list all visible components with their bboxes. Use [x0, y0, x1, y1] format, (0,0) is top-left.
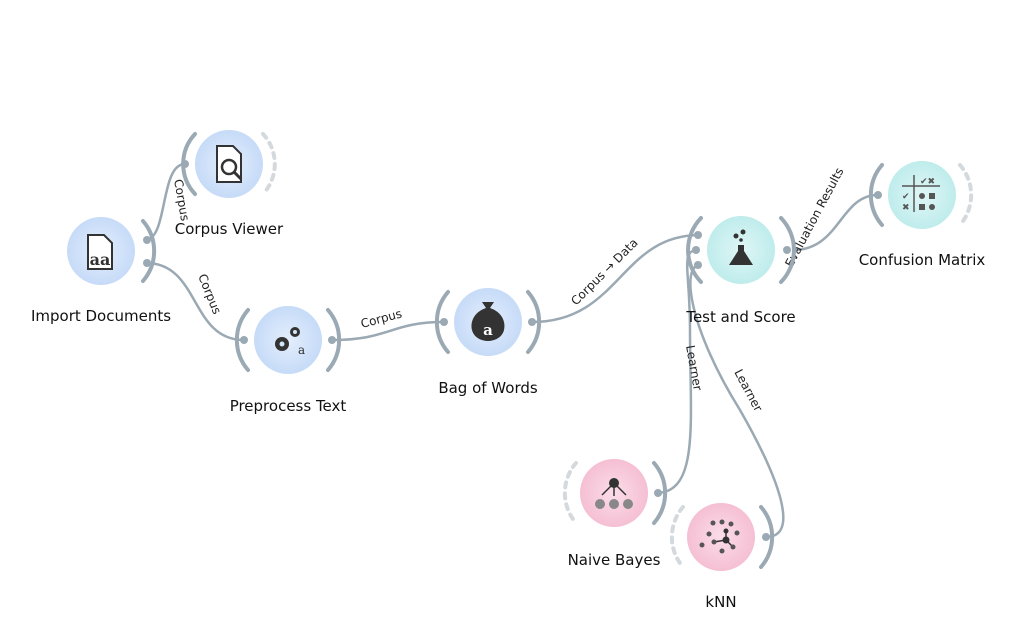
node-import-documents[interactable]: aa	[67, 217, 157, 285]
edge-test-confusion[interactable]	[792, 193, 879, 252]
dots-network-icon	[699, 519, 740, 554]
edges	[145, 162, 879, 539]
edge-import-preprocess[interactable]	[145, 261, 245, 342]
node-label: Bag of Words	[438, 379, 538, 397]
node-label: Confusion Matrix	[859, 251, 986, 269]
svg-text:✖: ✖	[902, 203, 910, 213]
flask-icon	[729, 229, 753, 265]
edge-bow-test[interactable]	[531, 233, 701, 324]
edge-label: Corpus	[359, 306, 403, 330]
edge-label: Learner	[731, 367, 765, 414]
node-label: kNN	[705, 593, 736, 611]
money-bag-a-icon: a	[471, 302, 505, 341]
node-knn[interactable]	[669, 503, 775, 571]
node-label: Corpus Viewer	[175, 220, 284, 238]
node-bag-of-words[interactable]: a	[434, 288, 542, 356]
node-corpus-viewer[interactable]	[181, 130, 277, 198]
node-label: Import Documents	[31, 307, 171, 325]
node-label: Test and Score	[685, 308, 795, 326]
svg-text:a: a	[298, 343, 305, 357]
tree-network-icon	[595, 478, 633, 509]
svg-text:✔: ✔	[902, 192, 910, 202]
matrix-grid-icon: ✔✖ ✔ ✖	[902, 175, 940, 213]
svg-text:✔✖: ✔✖	[920, 177, 935, 187]
node-label: Preprocess Text	[230, 397, 347, 415]
edge-labels: Corpus Corpus Corpus Corpus → Data Evalu…	[171, 165, 846, 414]
node-confusion-matrix[interactable]: ✔✖ ✔ ✖	[868, 161, 974, 229]
svg-text:a: a	[483, 321, 493, 339]
document-search-icon	[216, 145, 243, 183]
node-naive-bayes[interactable]	[562, 459, 668, 527]
edge-label: Learner	[683, 344, 705, 392]
edge-preprocess-bow[interactable]	[331, 320, 445, 342]
gears-a-icon: a	[275, 327, 305, 357]
document-aa-icon: aa	[87, 234, 113, 270]
edge-knn-test[interactable]	[689, 263, 785, 539]
node-preprocess-text[interactable]: a	[234, 306, 342, 374]
node-test-and-score[interactable]	[686, 216, 796, 284]
edge-label: Corpus → Data	[568, 236, 640, 308]
svg-text:aa: aa	[90, 250, 111, 269]
node-label: Naive Bayes	[568, 551, 661, 569]
